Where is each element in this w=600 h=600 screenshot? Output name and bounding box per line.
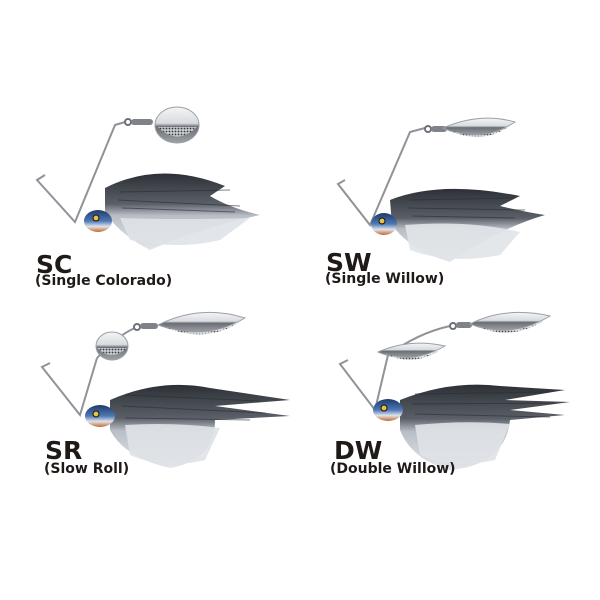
lure-code-label: SW — [326, 248, 372, 277]
spinnerbait-sr-image — [40, 311, 290, 468]
lure-panel-sc: SC (Single Colorado) — [0, 100, 300, 300]
lure-code-label: SC — [36, 250, 73, 279]
spinnerbait-dw-image — [338, 311, 570, 470]
lure-code-label: DW — [334, 436, 383, 465]
lure-code-label: SR — [45, 436, 83, 465]
lure-name-label: (Slow Roll) — [44, 461, 130, 477]
lure-name-label: (Double Willow) — [330, 461, 456, 477]
spinnerbait-sc-image — [35, 106, 260, 250]
lure-panel-sw: SW (Single Willow) — [300, 100, 600, 300]
spinnerbait-sw-image — [336, 117, 545, 262]
lure-panel-sr: SR (Slow Roll) — [0, 300, 300, 500]
lure-name-label: (Single Colorado) — [35, 273, 173, 289]
lure-name-label: (Single Willow) — [325, 271, 445, 287]
lure-panel-dw: DW (Double Willow) — [300, 300, 600, 500]
